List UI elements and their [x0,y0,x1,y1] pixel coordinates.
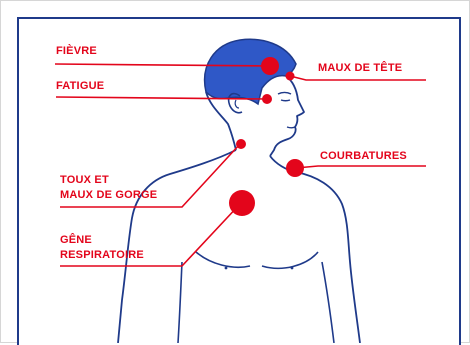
label-toux-line2: MAUX DE GORGE [60,189,157,202]
fatigue-dot [262,94,272,104]
back-of-head [206,92,236,150]
courbatures-line [296,166,426,168]
label-toux-line1: TOUX ET [60,174,109,187]
head-outline [270,76,304,156]
nipple-left [225,267,228,270]
label-fatigue: FATIGUE [56,80,104,93]
label-fievre: FIÈVRE [56,45,97,58]
toux-dot [236,139,246,149]
left-shoulder [118,150,236,343]
eyebrow [278,93,291,95]
maux-de-tete-line [290,76,426,80]
label-courbatures: COURBATURES [320,150,407,163]
gene-dot [229,190,255,216]
mouth [287,127,295,128]
label-gene-line2: RESPIRATOIRE [60,249,144,262]
maux-de-tete-dot [286,72,295,81]
label-maux-de-tete: MAUX DE TÊTE [318,62,402,75]
hair [205,39,296,104]
courbatures-dot [286,159,304,177]
fievre-dot [261,57,279,75]
right-shoulder [296,172,360,343]
chest-right [262,252,318,268]
chest-left [196,252,250,267]
right-inner-arm [322,262,334,343]
nipple-right [291,267,294,270]
left-inner-arm [178,262,182,343]
label-gene-line1: GÊNE [60,234,92,247]
eye [281,100,290,101]
